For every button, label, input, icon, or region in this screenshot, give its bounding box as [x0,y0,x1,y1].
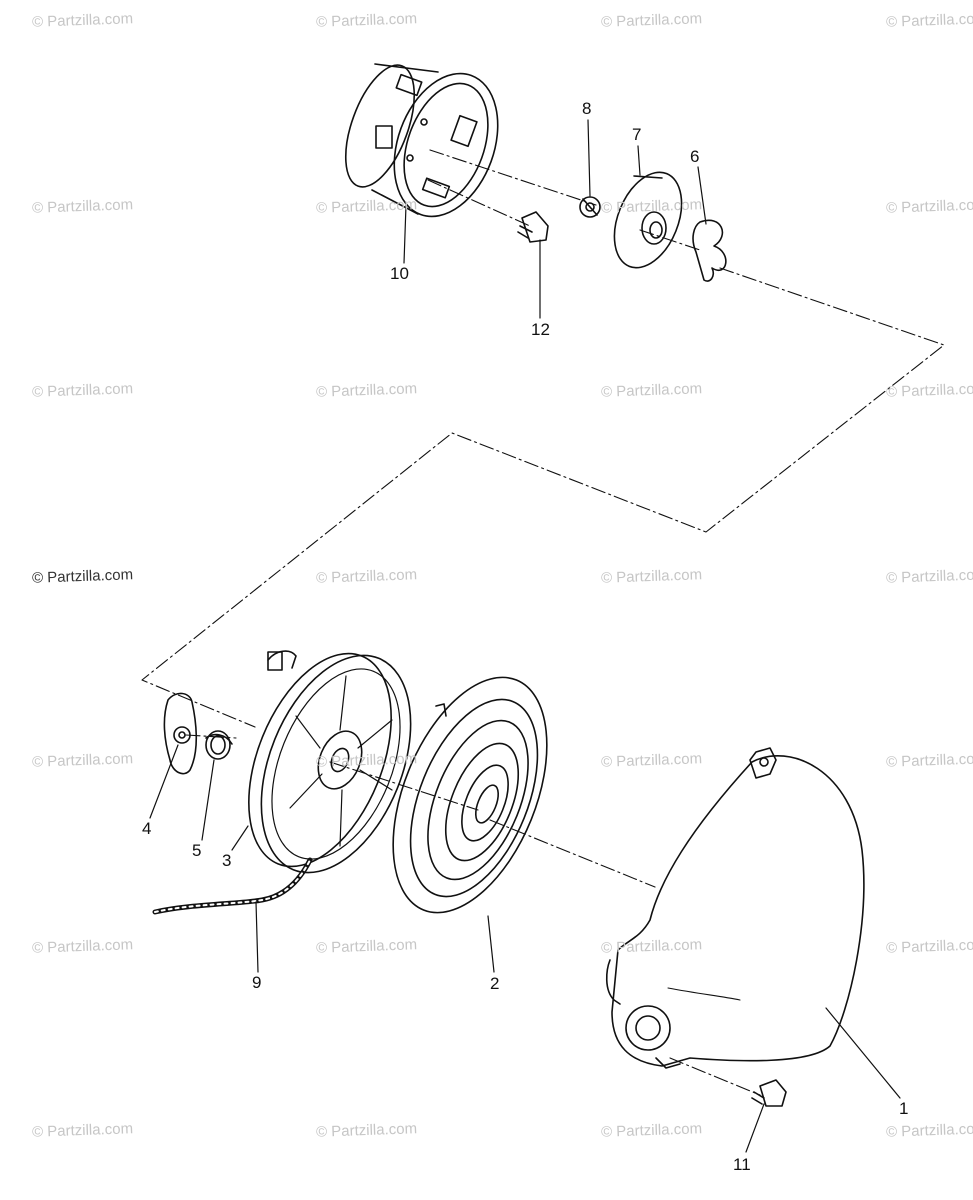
callout-9[interactable]: 9 [252,973,262,992]
watermark-text: © Partzilla.com [315,750,418,771]
pawl-icon [163,692,198,775]
recoil-spring-icon [392,676,548,914]
watermark-text: © Partzilla.com [600,10,703,31]
callout-3[interactable]: 3 [222,851,232,870]
screw-icon [517,211,549,243]
callout-10[interactable]: 10 [390,264,409,283]
watermark-text: © Partzilla.com [600,1120,703,1141]
watermark-text: © Partzilla.com [600,936,703,957]
watermark-text: © Partzilla.com [315,1120,418,1141]
drive-cup-icon [344,63,499,218]
callout-6[interactable]: 6 [690,147,700,166]
watermark-text: © Partzilla.com [885,566,973,587]
watermark-text: © Partzilla.com [315,566,418,587]
pulley-spokes [289,675,393,847]
callout-8[interactable]: 8 [582,99,592,118]
clip-icon [692,219,727,282]
watermark-text: © Partzilla.com [315,196,418,217]
watermark-text: © Partzilla.com [885,1120,973,1141]
nut-icon [579,196,601,218]
starter-rope-icon [152,857,313,915]
housing-cover-icon [605,747,865,1069]
callout-11[interactable]: 11 [733,1155,751,1174]
callout-4[interactable]: 4 [142,819,152,838]
watermark-text: © Partzilla.com [31,380,134,401]
pawl-spring-icon [205,730,233,760]
watermark-text: © Partzilla.com [315,10,418,31]
callout-1[interactable]: 1 [899,1099,909,1118]
watermark-text: © Partzilla.com [885,10,973,31]
watermark-text: © Partzilla.com [31,750,134,771]
assembly-center-lines [141,149,945,1096]
watermark-text: © Partzilla.com [885,750,973,771]
watermark-text: © Partzilla.com [600,566,703,587]
callout-leaders [149,119,901,1153]
watermark-text: © Partzilla.com [315,936,418,957]
watermark-text: © Partzilla.com [31,10,134,31]
watermark-text: © Partzilla.com [31,1120,134,1141]
callout-2[interactable]: 2 [490,974,500,993]
watermark-text: © Partzilla.com [600,196,703,217]
watermark-text: © Partzilla.com [885,936,973,957]
watermark-text: © Partzilla.com [31,196,134,217]
callout-12[interactable]: 12 [531,320,550,339]
callout-7[interactable]: 7 [632,125,642,144]
friction-plate-icon [613,171,683,269]
watermark-text: © Partzilla.com [31,566,134,587]
bolt-icon [751,1079,787,1107]
rope-pulley-icon [248,650,412,874]
watermark-text: © Partzilla.com [885,380,973,401]
callout-5[interactable]: 5 [192,841,202,860]
watermark-text: © Partzilla.com [315,380,418,401]
watermark-text: © Partzilla.com [31,936,134,957]
watermark-text: © Partzilla.com [885,196,973,217]
watermark-text: © Partzilla.com [600,750,703,771]
watermark-text: © Partzilla.com [600,380,703,401]
